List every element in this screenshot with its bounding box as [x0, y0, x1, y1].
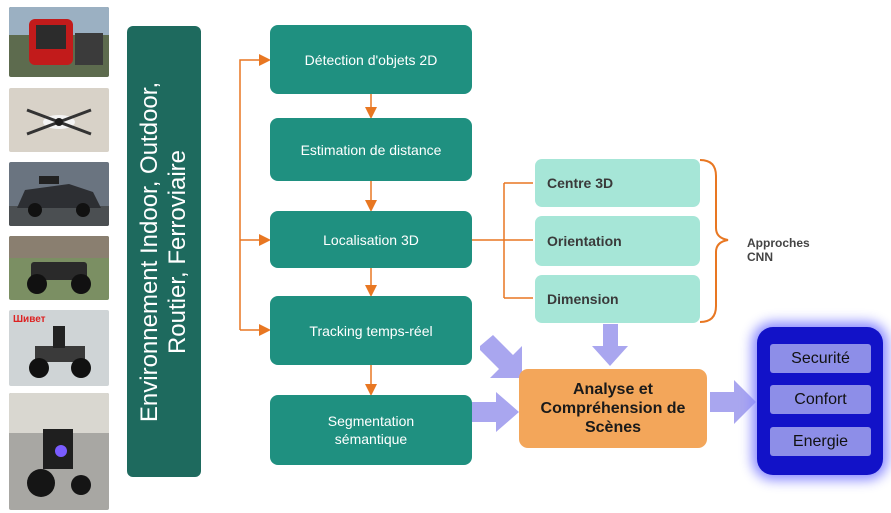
box-centre-3d-label: Centre 3D [547, 175, 614, 191]
big-arrow-tracking-analysis [480, 335, 522, 378]
car-photo [9, 162, 109, 226]
box-scene-analysis-label: Analyse et Compréhension de Scènes [540, 381, 686, 436]
box-orientation: Orientation [535, 216, 700, 266]
box-segmentation: Segmentation sémantique [270, 395, 472, 465]
box-distance-estimation: Estimation de distance [270, 118, 472, 181]
box-dimension: Dimension [535, 275, 700, 323]
robot-watermark: Шивет [13, 314, 46, 325]
cnn-branch-lines [472, 182, 533, 299]
box-distance-estimation-label: Estimation de distance [300, 141, 442, 158]
box-centre-3d: Centre 3D [535, 159, 700, 207]
cnn-brace [699, 159, 729, 323]
benefit-confort: Confort [770, 385, 871, 414]
benefit-securite-label: Securité [791, 349, 850, 367]
cnn-approaches-label: Approches CNN [747, 222, 810, 264]
left-bracket-line [239, 54, 271, 330]
box-detection-2d: Détection d'objets 2D [270, 25, 472, 94]
rover-photo [9, 236, 109, 300]
box-scene-analysis: Analyse et Compréhension de Scènes [519, 369, 707, 448]
benefit-energie: Energie [770, 427, 871, 456]
box-detection-2d-label: Détection d'objets 2D [304, 51, 438, 68]
benefit-confort-label: Confort [794, 390, 847, 408]
wheelchair-photo [9, 393, 109, 510]
benefit-energie-label: Energie [792, 432, 849, 450]
drone-photo [9, 88, 109, 152]
shuttle-photo [9, 7, 109, 77]
box-tracking-label: Tracking temps-réel [309, 322, 433, 339]
box-dimension-label: Dimension [547, 291, 619, 307]
robot-photo: Шивет [9, 310, 109, 386]
cnn-approaches-text: Approches CNN [747, 236, 810, 264]
box-localisation-3d-label: Localisation 3D [323, 231, 419, 248]
benefit-securite: Securité [770, 344, 871, 373]
environment-banner: Environnement Indoor, Outdoor, Routier, … [127, 26, 201, 477]
box-segmentation-label: Segmentation sémantique [327, 413, 415, 447]
big-arrow-analysis-benefits [710, 380, 756, 424]
big-arrow-dimension-analysis [592, 324, 628, 366]
box-localisation-3d: Localisation 3D [270, 211, 472, 268]
box-orientation-label: Orientation [547, 233, 622, 249]
big-arrow-segmentation-analysis [472, 392, 519, 432]
box-tracking: Tracking temps-réel [270, 296, 472, 365]
